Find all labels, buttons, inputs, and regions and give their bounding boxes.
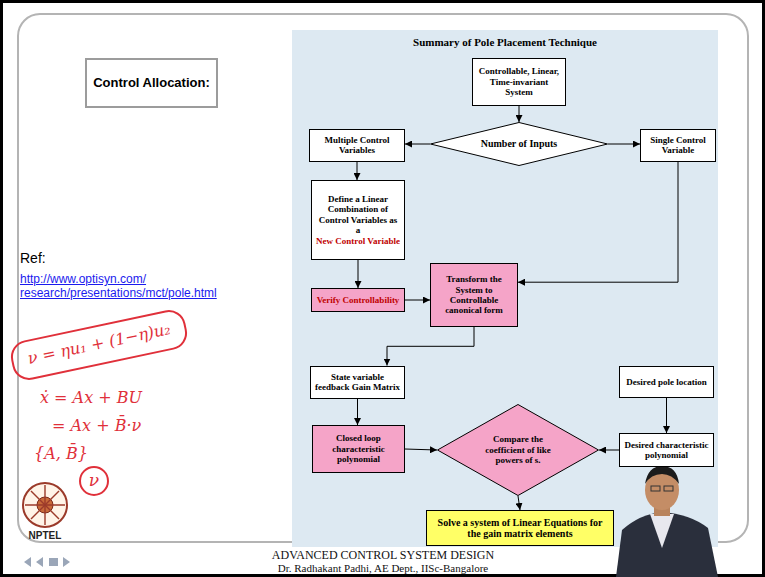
handwritten-symbol: ν: [88, 470, 100, 490]
node-text: New Control Variable: [316, 236, 400, 246]
logo-label: NPTEL: [25, 530, 65, 542]
handwritten-equation: ẋ = Ax + BU: [40, 388, 142, 407]
flow-arrow: [387, 327, 474, 366]
flow-arrow: [519, 106, 520, 122]
flow-arrow: [405, 144, 430, 145]
heading-box: Control Allocation:: [85, 58, 218, 108]
nptel-logo: [23, 483, 67, 527]
flow-arrow: [666, 398, 667, 433]
process-box: Verify Controllability: [311, 288, 405, 312]
node-text: Desired pole location: [626, 377, 706, 387]
process-box: Multiple Control Variables: [309, 129, 405, 162]
process-box: Closed loop characteristic polynomial: [312, 425, 405, 473]
process-box: Desired characteristic polynomial: [619, 433, 714, 467]
handwritten-equation: = Ax + B̄·ν: [52, 416, 141, 435]
process-box: Desired pole location: [619, 366, 714, 398]
flow-arrow: [357, 162, 358, 181]
node-text: Controllable, Linear, Time-invariant Sys…: [477, 66, 561, 97]
node-text: State variable feedback Gain Matrix: [315, 372, 400, 393]
process-box: State variable feedback Gain Matrix: [310, 366, 405, 399]
footer-author: Dr. Radhakant Padhi, AE Dept., IISc-Bang…: [150, 562, 616, 575]
handwritten-equation: {A, B̄}: [34, 444, 88, 463]
reference-link: http://www.optisyn.com/ research/present…: [20, 272, 290, 301]
flow-arrow: [358, 260, 359, 288]
footer-title: ADVANCED CONTROL SYSTEM DESIGN: [150, 548, 616, 562]
flow-arrow: [599, 450, 619, 451]
flow-arrow: [518, 496, 520, 510]
flow-arrow: [357, 399, 358, 426]
node-text: Transform the System to Controllable can…: [435, 274, 513, 315]
node-text: Solve a system of Linear Equations for t…: [431, 517, 609, 540]
ink-circle: [80, 467, 108, 495]
flow-arrow: [405, 449, 437, 450]
chart-title: Summary of Pole Placement Technique: [292, 36, 718, 48]
decision-diamond: Compare the coefficient of like powers o…: [437, 404, 599, 496]
node-text: Multiple Control Variables: [314, 135, 400, 156]
node-text: Desired characteristic polynomial: [624, 440, 709, 461]
node-text: Define a Linear Combination of Control V…: [316, 194, 400, 235]
diamond-text-area: Compare the coefficient of like powers o…: [473, 434, 564, 465]
node-text: Compare the coefficient of like powers o…: [473, 434, 564, 465]
result-box: Solve a system of Linear Equations for t…: [426, 510, 614, 546]
diamond-text-area: Number of Inputs: [469, 138, 569, 150]
ink-loop: [9, 308, 189, 382]
node-text: Control Allocation:: [93, 76, 210, 91]
process-box: Controllable, Linear, Time-invariant Sys…: [472, 58, 566, 106]
node-text: Single Control Variable: [645, 135, 711, 156]
process-box: Transform the System to Controllable can…: [430, 263, 518, 327]
node-text: Closed loop characteristic polynomial: [317, 433, 400, 464]
flow-arrow: [608, 144, 640, 145]
reference-label: Ref:: [20, 250, 46, 267]
decision-diamond: Number of Inputs: [430, 122, 608, 166]
process-box: Define a Linear Combination of Control V…: [311, 180, 405, 260]
nav-icons: [24, 557, 70, 567]
node-text: Verify Controllability: [317, 295, 400, 305]
flow-arrow: [405, 300, 430, 301]
flow-arrow: [518, 162, 678, 283]
process-box: Single Control Variable: [640, 129, 716, 162]
node-text: Number of Inputs: [481, 138, 558, 150]
